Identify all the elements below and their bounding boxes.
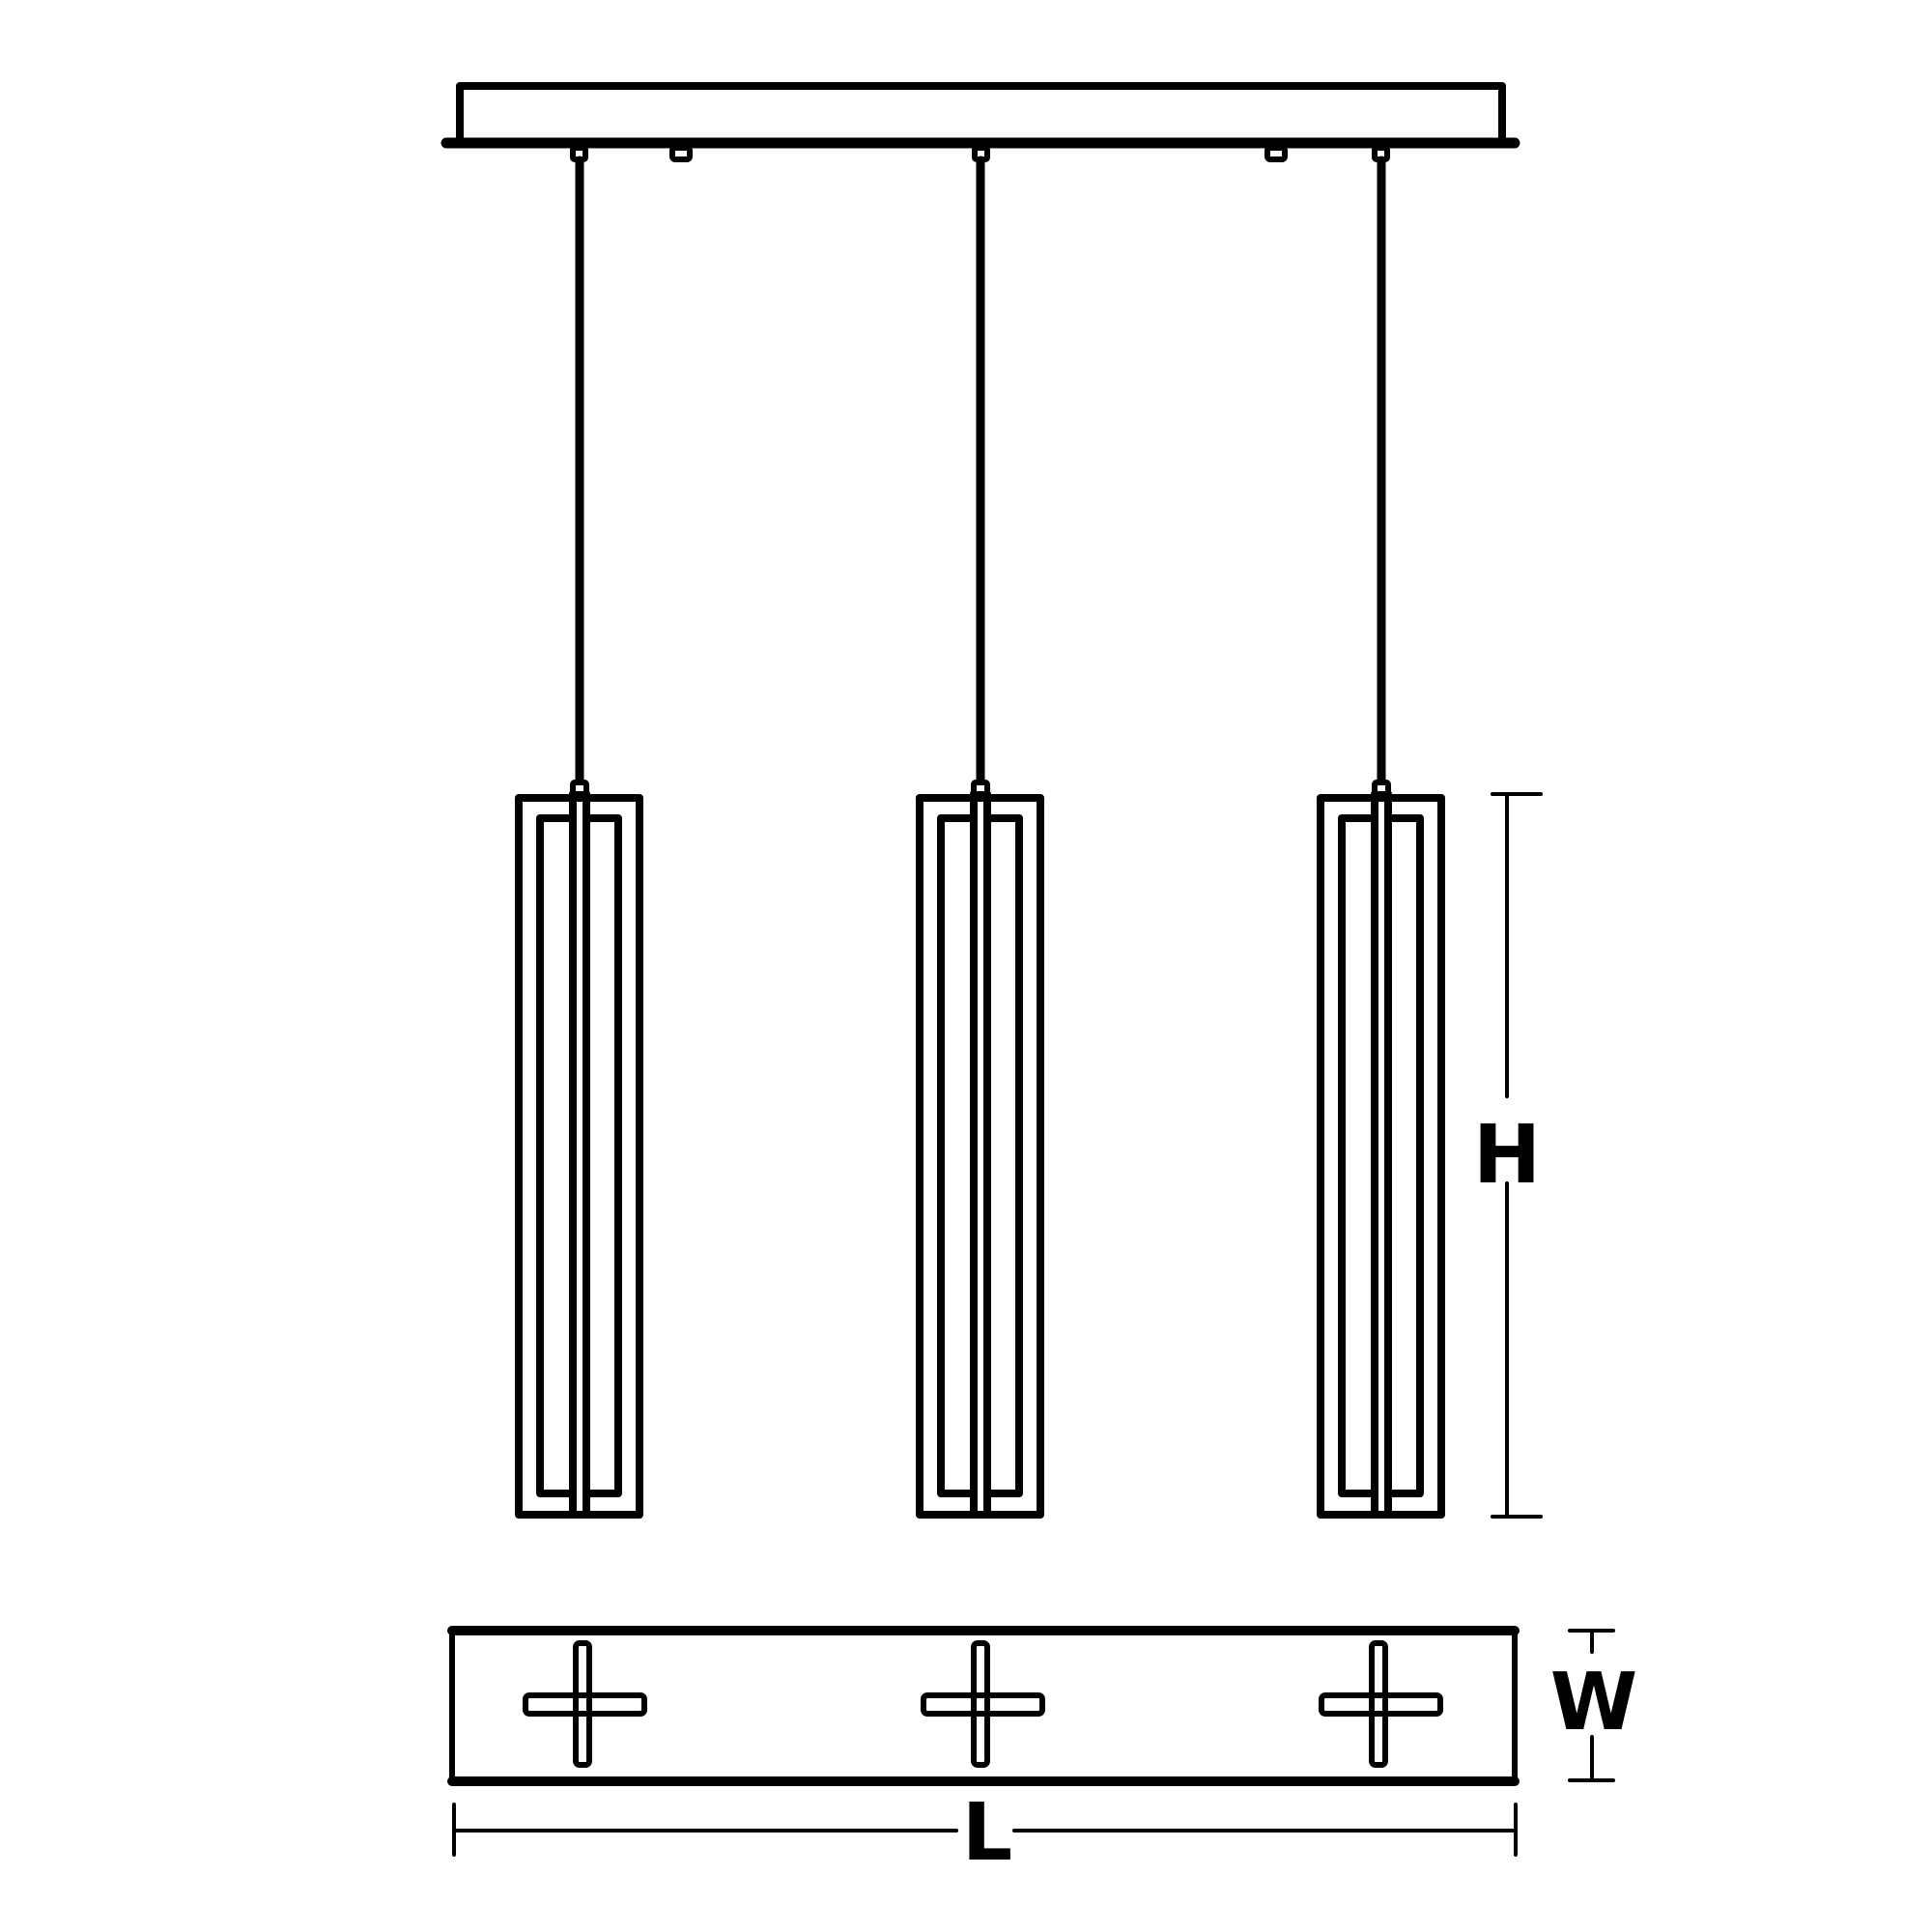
pendant-3: [1317, 145, 1445, 1519]
height-dimension: H: [1473, 792, 1543, 1519]
height-label: H: [1473, 1107, 1541, 1202]
length-dimension: L: [452, 1787, 1518, 1879]
canopy-plan-view: [447, 1626, 1520, 1786]
canopy-screw-left: [669, 145, 693, 162]
canopy-elevation: [440, 82, 1520, 162]
canopy-screw-right: [1264, 145, 1288, 162]
width-label: W: [1550, 1657, 1637, 1748]
cross-mount-icon-center: [921, 1640, 1045, 1768]
cross-mount-icon-left: [523, 1640, 647, 1768]
pendant-2: [916, 145, 1044, 1519]
length-label: L: [962, 1787, 1012, 1879]
cross-mount-icon-right: [1319, 1640, 1443, 1768]
pendant-1: [515, 145, 643, 1519]
width-dimension: W: [1550, 1629, 1637, 1782]
